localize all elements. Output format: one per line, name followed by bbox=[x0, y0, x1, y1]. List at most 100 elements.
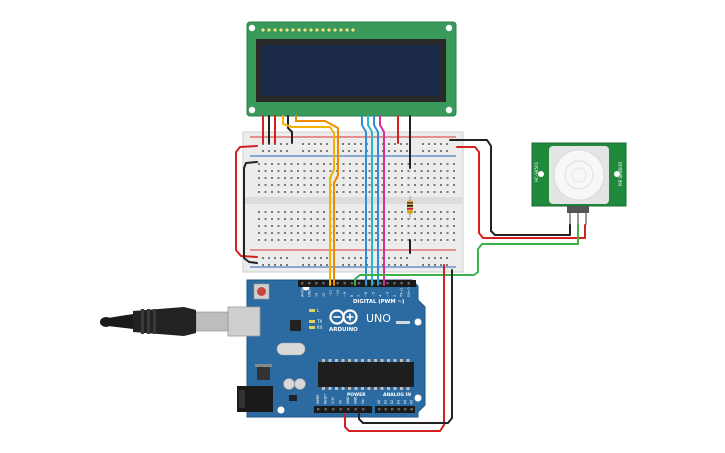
terminal-hole bbox=[446, 163, 449, 165]
rail-hole bbox=[400, 264, 402, 266]
breadboard bbox=[242, 131, 464, 273]
rail-hole bbox=[286, 150, 288, 152]
rail-hole bbox=[428, 264, 430, 266]
power-header bbox=[314, 406, 372, 413]
rail-hole bbox=[446, 257, 448, 259]
digital-pin bbox=[407, 282, 410, 285]
terminal-hole bbox=[290, 239, 293, 241]
terminal-hole bbox=[349, 184, 351, 186]
power-pin-label: 5V bbox=[339, 399, 343, 404]
chip-pin bbox=[348, 387, 351, 390]
rail-hole bbox=[422, 143, 424, 145]
terminal-hole bbox=[258, 184, 260, 186]
rail-hole bbox=[354, 264, 356, 266]
pir-pin bbox=[577, 213, 579, 225]
terminal-hole bbox=[297, 225, 299, 227]
terminal-hole bbox=[362, 232, 364, 234]
power-pin-label: RESET bbox=[324, 394, 328, 404]
rail-hole bbox=[320, 257, 322, 259]
terminal-hole bbox=[427, 184, 429, 186]
chip-pin bbox=[322, 387, 325, 390]
chip-pin bbox=[380, 387, 384, 390]
power-pin bbox=[332, 408, 335, 411]
digital-label: DIGITAL (PWM ~) bbox=[353, 299, 404, 305]
rail-hole bbox=[388, 264, 390, 266]
usb-cable-strain-relief bbox=[108, 314, 133, 329]
digital-pin bbox=[343, 282, 346, 285]
rail-hole bbox=[388, 143, 390, 145]
terminal-hole bbox=[401, 191, 403, 193]
pir-side-label-left: HC-SR501 bbox=[534, 161, 539, 182]
voltage-regulator-tab bbox=[255, 364, 272, 367]
terminal-hole bbox=[284, 239, 286, 241]
terminal-hole bbox=[277, 225, 280, 227]
resistor bbox=[407, 196, 413, 218]
pir-mount-hole bbox=[538, 171, 544, 177]
terminal-hole bbox=[394, 225, 397, 227]
terminal-hole bbox=[375, 239, 377, 241]
rail-hole bbox=[342, 257, 344, 259]
pir-dome bbox=[553, 149, 605, 201]
terminal-hole bbox=[407, 191, 410, 193]
rail-hole bbox=[422, 264, 424, 266]
terminal-hole bbox=[433, 184, 436, 186]
digital-pin bbox=[308, 282, 311, 285]
pir-side-label-right: PIR SENSOR bbox=[618, 162, 623, 186]
terminal-hole bbox=[368, 211, 371, 213]
terminal-hole bbox=[349, 218, 351, 220]
terminal-hole bbox=[394, 163, 397, 165]
terminal-hole bbox=[440, 239, 442, 241]
terminal-hole bbox=[349, 163, 351, 165]
analog-pin bbox=[391, 408, 394, 411]
power-pin-label: GND bbox=[346, 396, 350, 404]
chip-pin bbox=[406, 387, 410, 390]
analog-pin bbox=[404, 408, 407, 411]
terminal-hole bbox=[446, 191, 449, 193]
chip-pin bbox=[328, 359, 332, 362]
terminal-hole bbox=[401, 239, 403, 241]
terminal-hole bbox=[342, 163, 345, 165]
terminal-hole bbox=[342, 218, 345, 220]
usb-plug-grip bbox=[141, 309, 144, 334]
terminal-hole bbox=[375, 163, 377, 165]
digital-pin-label: ~11 bbox=[329, 290, 333, 297]
lcd-pin bbox=[321, 28, 325, 32]
terminal-hole bbox=[420, 239, 423, 241]
chip-pin bbox=[406, 359, 410, 362]
capacitor bbox=[283, 378, 295, 390]
terminal-hole bbox=[316, 232, 319, 234]
usb-cable-end bbox=[100, 317, 112, 327]
lcd-pin bbox=[339, 28, 343, 32]
terminal-hole bbox=[355, 211, 358, 213]
terminal-hole bbox=[316, 239, 319, 241]
terminal-hole bbox=[303, 239, 306, 241]
terminal-hole bbox=[407, 239, 410, 241]
terminal-hole bbox=[323, 239, 325, 241]
terminal-hole bbox=[362, 163, 364, 165]
reset-button-cap[interactable] bbox=[257, 287, 266, 296]
terminal-hole bbox=[342, 184, 345, 186]
lcd-pin bbox=[345, 28, 349, 32]
rail-hole bbox=[320, 143, 322, 145]
terminal-hole bbox=[407, 225, 410, 227]
terminal-hole bbox=[277, 232, 280, 234]
rail-hole bbox=[440, 150, 442, 152]
terminal-hole bbox=[362, 239, 364, 241]
terminal-hole bbox=[420, 163, 423, 165]
terminal-hole bbox=[394, 211, 397, 213]
terminal-hole bbox=[433, 232, 436, 234]
rail-hole bbox=[422, 150, 424, 152]
arduino-mount-hole bbox=[414, 318, 422, 326]
terminal-hole bbox=[388, 184, 390, 186]
rail-hole bbox=[314, 143, 316, 145]
terminal-hole bbox=[394, 184, 397, 186]
rail-hole bbox=[394, 150, 396, 152]
rail-hole bbox=[406, 257, 408, 259]
terminal-hole bbox=[303, 232, 306, 234]
terminal-hole bbox=[388, 225, 390, 227]
digital-pin bbox=[393, 282, 396, 285]
terminal-hole bbox=[394, 218, 397, 220]
terminal-hole bbox=[303, 225, 306, 227]
terminal-hole bbox=[446, 218, 449, 220]
rail-hole bbox=[280, 150, 282, 152]
